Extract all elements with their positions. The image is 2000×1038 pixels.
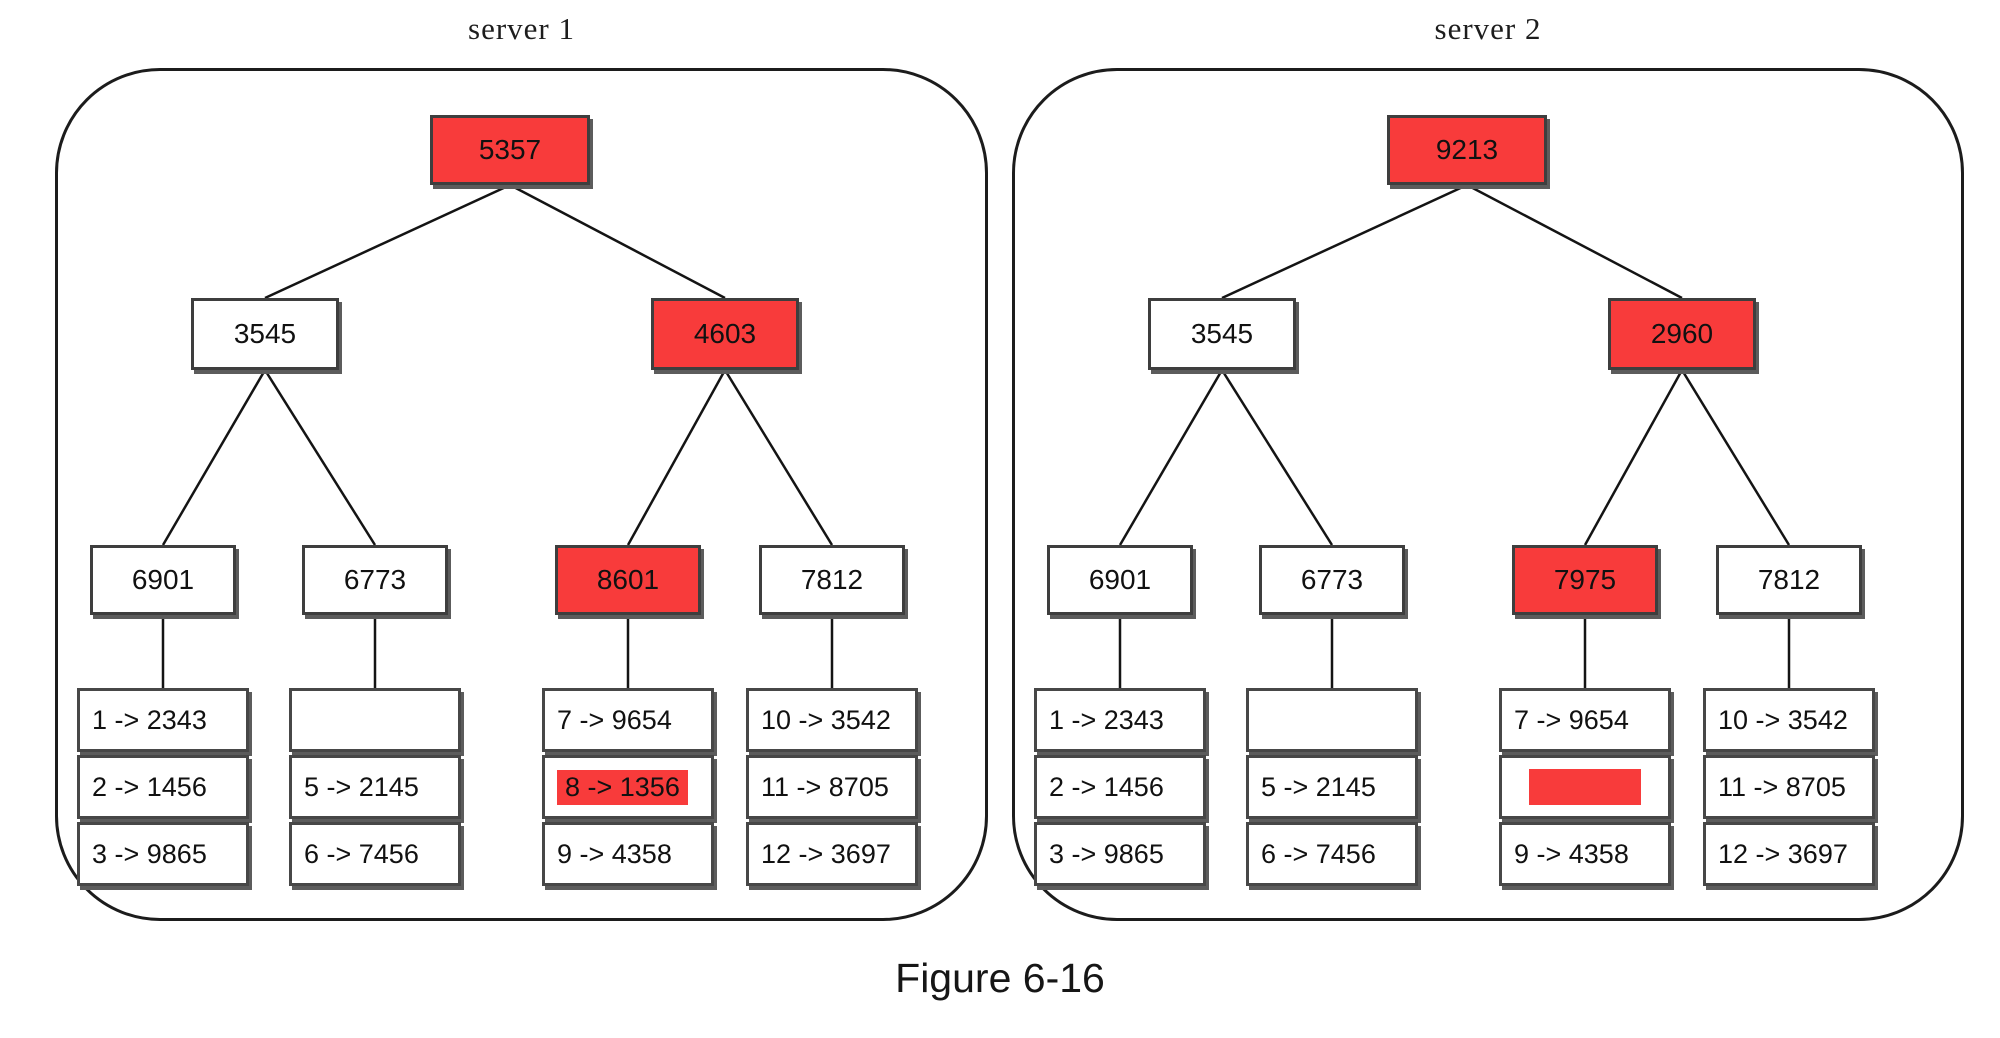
leaf-row-text: 6 -> 7456 bbox=[304, 838, 419, 869]
leaf-row: 9 -> 4358 bbox=[542, 822, 714, 886]
server2-leaf-table-3: 7 -> 9654 9 -> 4358 bbox=[1499, 688, 1671, 886]
leaf-row-text: 9 -> 4358 bbox=[557, 838, 672, 869]
tree-edge bbox=[1680, 369, 1791, 546]
leaf-row: 5 -> 2145 bbox=[289, 755, 461, 819]
server2-level2-node-right: 2960 bbox=[1608, 298, 1756, 370]
server1-leaf-table-1: 1 -> 2343 2 -> 1456 3 -> 9865 bbox=[77, 688, 249, 886]
leaf-row-text: 11 -> 8705 bbox=[761, 771, 889, 802]
server1-level3-node-4: 7812 bbox=[759, 545, 905, 615]
leaf-row-text: 5 -> 2145 bbox=[1261, 771, 1376, 802]
leaf-row: 10 -> 3542 bbox=[1703, 688, 1875, 752]
leaf-row-empty bbox=[289, 688, 461, 752]
server1-leaf-table-3: 7 -> 9654 8 -> 1356 9 -> 4358 bbox=[542, 688, 714, 886]
leaf-row: 6 -> 7456 bbox=[289, 822, 461, 886]
server2-level2-node-left: 3545 bbox=[1148, 298, 1296, 370]
server1-root-node: 5357 bbox=[430, 115, 590, 185]
leaf-row-text: 2 -> 1456 bbox=[1049, 771, 1164, 802]
leaf-row: 9 -> 4358 bbox=[1499, 822, 1671, 886]
leaf-row-text: 7 -> 9654 bbox=[1514, 704, 1629, 735]
leaf-row: 3 -> 9865 bbox=[1034, 822, 1206, 886]
leaf-row: 3 -> 9865 bbox=[77, 822, 249, 886]
server2-leaf-table-4: 10 -> 3542 11 -> 8705 12 -> 3697 bbox=[1703, 688, 1875, 886]
leaf-row-text: 12 -> 3697 bbox=[761, 838, 891, 869]
server1-title: server 1 bbox=[468, 11, 575, 46]
leaf-row-text: 3 -> 9865 bbox=[1049, 838, 1164, 869]
server1-level3-node-3: 8601 bbox=[555, 545, 701, 615]
tree-edge bbox=[263, 369, 377, 546]
server2-leaf-table-1: 1 -> 2343 2 -> 1456 3 -> 9865 bbox=[1034, 688, 1206, 886]
leaf-row-text: 11 -> 8705 bbox=[1718, 771, 1846, 802]
leaf-row: 7 -> 9654 bbox=[542, 688, 714, 752]
leaf-row-text: 10 -> 3542 bbox=[1718, 704, 1848, 735]
leaf-row: 11 -> 8705 bbox=[746, 755, 918, 819]
server2-level3-node-2: 6773 bbox=[1259, 545, 1405, 615]
leaf-row-highlighted: 8 -> 1356 bbox=[542, 755, 714, 819]
server1-panel bbox=[55, 68, 988, 921]
server2-root-node: 9213 bbox=[1387, 115, 1547, 185]
server2-level3-node-3: 7975 bbox=[1512, 545, 1658, 615]
leaf-row-text: 10 -> 3542 bbox=[761, 704, 891, 735]
server1-leaf-table-2: 5 -> 2145 6 -> 7456 bbox=[289, 688, 461, 886]
leaf-row: 1 -> 2343 bbox=[77, 688, 249, 752]
tree-edge bbox=[1466, 183, 1683, 300]
leaf-row: 11 -> 8705 bbox=[1703, 755, 1875, 819]
leaf-row-text: 3 -> 9865 bbox=[92, 838, 207, 869]
leaf-row-text: 7 -> 9654 bbox=[557, 704, 672, 735]
leaf-row: 5 -> 2145 bbox=[1246, 755, 1418, 819]
leaf-row-text: 1 -> 2343 bbox=[1049, 704, 1164, 735]
leaf-row-text: 6 -> 7456 bbox=[1261, 838, 1376, 869]
leaf-row: 12 -> 3697 bbox=[1703, 822, 1875, 886]
tree-edge bbox=[626, 369, 727, 546]
leaf-row-empty bbox=[1246, 688, 1418, 752]
leaf-row: 7 -> 9654 bbox=[1499, 688, 1671, 752]
leaf-row: 10 -> 3542 bbox=[746, 688, 918, 752]
leaf-row: 6 -> 7456 bbox=[1246, 822, 1418, 886]
server1-level3-node-1: 6901 bbox=[90, 545, 236, 615]
leaf-row: 2 -> 1456 bbox=[77, 755, 249, 819]
tree-edge bbox=[1221, 183, 1468, 300]
tree-edge bbox=[723, 369, 834, 546]
leaf-row-text: 2 -> 1456 bbox=[92, 771, 207, 802]
server2-panel bbox=[1012, 68, 1964, 921]
leaf-row-text: 12 -> 3697 bbox=[1718, 838, 1848, 869]
server2-level3-node-1: 6901 bbox=[1047, 545, 1193, 615]
leaf-row: 2 -> 1456 bbox=[1034, 755, 1206, 819]
leaf-row-text: 9 -> 4358 bbox=[1514, 838, 1629, 869]
tree-edge bbox=[509, 183, 726, 300]
leaf-row: 12 -> 3697 bbox=[746, 822, 918, 886]
tree-edge bbox=[1118, 369, 1224, 546]
server2-title: server 2 bbox=[1434, 11, 1542, 46]
leaf-row-text: 5 -> 2145 bbox=[304, 771, 419, 802]
tree-edge bbox=[264, 183, 511, 300]
leaf-row-text: 1 -> 2343 bbox=[92, 704, 207, 735]
leaf-row-text-highlight: 8 -> 1356 bbox=[557, 769, 688, 805]
server1-level3-node-2: 6773 bbox=[302, 545, 448, 615]
red-bar bbox=[1529, 769, 1641, 805]
server2-level3-node-4: 7812 bbox=[1716, 545, 1862, 615]
figure-caption: Figure 6-16 bbox=[895, 955, 1105, 1001]
leaf-row: 1 -> 2343 bbox=[1034, 688, 1206, 752]
leaf-row-missing-entry bbox=[1499, 755, 1671, 819]
server2-leaf-table-2: 5 -> 2145 6 -> 7456 bbox=[1246, 688, 1418, 886]
tree-edge bbox=[161, 369, 267, 546]
server1-level2-node-left: 3545 bbox=[191, 298, 339, 370]
tree-edge bbox=[1583, 369, 1684, 546]
server1-level2-node-right: 4603 bbox=[651, 298, 799, 370]
server1-leaf-table-4: 10 -> 3542 11 -> 8705 12 -> 3697 bbox=[746, 688, 918, 886]
tree-edge bbox=[1220, 369, 1334, 546]
